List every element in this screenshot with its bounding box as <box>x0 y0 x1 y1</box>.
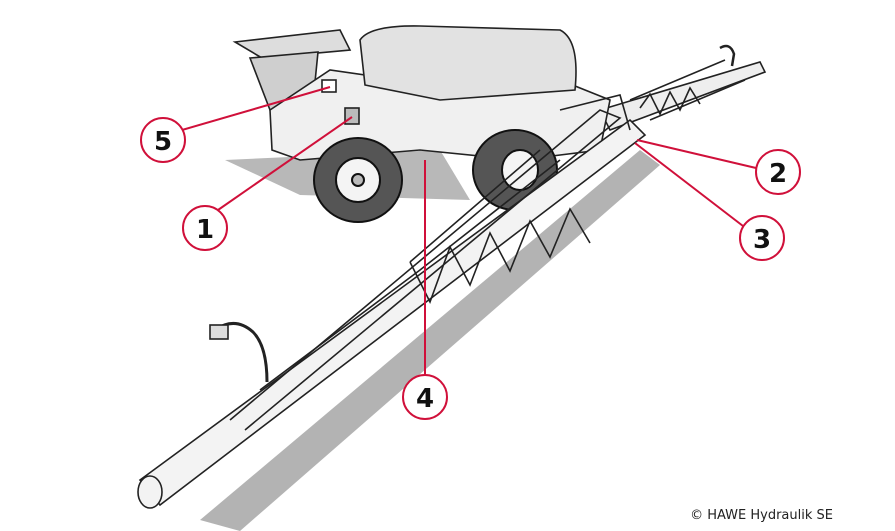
callout-label-3: 3 <box>753 225 771 255</box>
callout-label-4: 4 <box>416 384 434 414</box>
right-boom <box>598 44 767 132</box>
callout-3: 3 <box>739 215 785 261</box>
ground-shadow <box>200 150 660 531</box>
left-boom <box>137 94 647 509</box>
callout-5: 5 <box>140 117 186 163</box>
callout-label-2: 2 <box>769 159 787 189</box>
vehicle-body <box>232 25 611 161</box>
callout-1: 1 <box>182 205 228 251</box>
callout-label-5: 5 <box>154 127 172 157</box>
callout-label-1: 1 <box>196 215 214 245</box>
callout-2: 2 <box>755 149 801 195</box>
copyright-notice: © HAWE Hydraulik SE <box>690 508 833 523</box>
callout-4: 4 <box>402 374 448 420</box>
callouts <box>181 86 757 375</box>
